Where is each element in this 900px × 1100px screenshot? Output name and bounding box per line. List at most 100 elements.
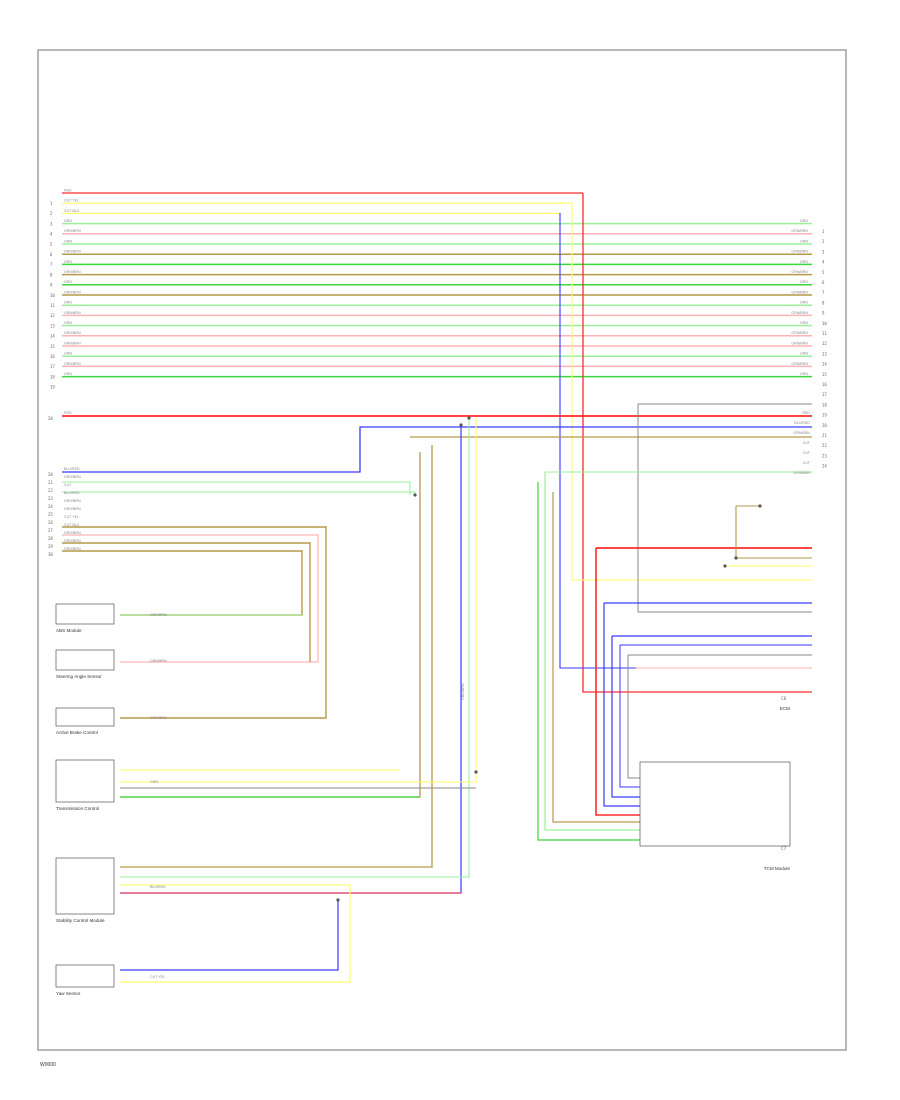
mid-label-5: BLU/RED	[64, 491, 80, 495]
wire-label-left-19: GRN	[64, 372, 72, 376]
wire-label-right-19: GRN	[800, 372, 808, 376]
wire-v-blue	[120, 425, 462, 894]
right-label-6: CUT	[803, 461, 811, 465]
wire-v-brn2	[120, 452, 421, 798]
right-label-4: CUT	[803, 441, 811, 445]
wire-label-left-8: GRN	[64, 260, 72, 264]
component-box-5	[55, 857, 115, 915]
mid-pin-29: 29	[48, 544, 53, 549]
pin-right-11: 11	[822, 331, 827, 336]
right-label-5: CUT	[803, 451, 811, 455]
splice-dot-6	[758, 504, 762, 508]
mid-pin-26: 26	[48, 520, 53, 525]
pin-left-9: 9	[50, 283, 53, 288]
mid-pin-22: 22	[48, 488, 53, 493]
wire-label-right-10: GRN	[800, 280, 808, 284]
mid-label-12: GRN/BRN	[64, 547, 81, 551]
pin-right-24: 24	[822, 464, 827, 469]
pin-left-2: 2	[50, 211, 53, 216]
splice-dot-3	[474, 770, 478, 774]
diagram-frame	[37, 49, 847, 1051]
pin-right-16: 16	[822, 382, 827, 387]
wire-label-left-2: CUT YEL	[64, 199, 79, 203]
component-layer	[55, 603, 791, 988]
component-box-6	[55, 964, 115, 988]
wire-grn-b	[62, 491, 416, 495]
wire-pink-c2	[62, 534, 319, 663]
wire-label-right-7: GRN/BRN	[791, 250, 808, 254]
mid-pin-30: 30	[48, 552, 53, 557]
mid-label-3: GRN/BRN	[64, 475, 81, 479]
wire-grey-drop	[637, 404, 812, 613]
wire-label-left-3: CUT BLU	[64, 209, 80, 213]
wire-brn-c3	[62, 526, 327, 719]
pin-right-7: 7	[822, 290, 825, 295]
wire-v-brn	[120, 445, 433, 868]
wire-label-left-10: GRN	[64, 280, 72, 284]
component-name-1: ABS Module	[56, 628, 82, 633]
footer-code: W0000	[40, 1062, 56, 1068]
pin-right-5: 5	[822, 270, 825, 275]
component-connector-7: C7	[781, 846, 786, 851]
mid-pin-28: 28	[48, 536, 53, 541]
pin-left-8: 8	[50, 272, 53, 277]
pin-right-22: 22	[822, 443, 827, 448]
component-wire-1: GRN/BRN	[150, 613, 167, 617]
right-module-box	[639, 761, 791, 847]
pin-left-15: 15	[50, 344, 55, 349]
wire-label-right-11: GRN/BRN	[791, 290, 808, 294]
vertical-wire-label: GRN/BRN	[461, 683, 465, 700]
right-label-1: RED	[802, 411, 810, 415]
splice-dot-8	[734, 556, 738, 560]
component-box-4	[55, 759, 115, 803]
component-connector-8: C8	[781, 696, 786, 701]
wire-blu-drop	[559, 213, 812, 669]
wire-label-left-6: GRN	[64, 239, 72, 243]
pin-left-19: 19	[50, 385, 55, 390]
splice-dot-4	[413, 493, 417, 497]
right-label-2: BLU/RED	[794, 421, 810, 425]
wire-mid-blue	[62, 426, 812, 473]
pin-left-7: 7	[50, 262, 53, 267]
component-name-8: ECM	[780, 706, 790, 711]
label-layer: RED CUT YEL CUT BLU GRN GRN GRN/BRN GRN/BRN GRN…	[48, 188, 827, 996]
component-wire-4: GRN	[150, 780, 158, 784]
wire-v-yel	[120, 418, 477, 783]
pin-left-1: 1	[50, 201, 53, 206]
pin-left-18: 18	[50, 374, 55, 379]
pin-right-1: 1	[822, 229, 825, 234]
wire-yaw-yel	[120, 885, 351, 983]
pin-right-13: 13	[822, 351, 827, 356]
wire-label-right-5: GRN/BRN	[791, 229, 808, 233]
mid-label-11: GRN/BRN	[64, 539, 81, 543]
mid-pin-25: 25	[48, 512, 53, 517]
pin-left-17: 17	[50, 364, 55, 369]
pin-right-19: 19	[822, 413, 827, 418]
pin-left-14: 14	[50, 334, 55, 339]
wire-label-right-4: GRN	[800, 219, 808, 223]
wire-label-right-17: GRN	[800, 352, 808, 356]
pin-left-11: 11	[50, 303, 55, 308]
pin-left-10: 10	[50, 293, 55, 298]
mid-label-10: GRN/BRN	[64, 531, 81, 535]
mid-label-9: CUT BLU	[64, 523, 80, 527]
pin-right-14: 14	[822, 362, 827, 367]
wire-label-right-9: GRN/BRN	[791, 270, 808, 274]
mid-pin-27: 27	[48, 528, 53, 533]
wire-yaw-blu	[120, 900, 339, 971]
wire-rm-brn	[735, 506, 812, 559]
right-label-7: GRN/BRN	[793, 471, 810, 475]
mid-label-7: GRN/BRN	[64, 507, 81, 511]
wire-label-left-7: GRN/BRN	[64, 250, 81, 254]
component-name-2: Steering Angle Sensor	[56, 674, 102, 679]
wire-label-left-17: GRN	[64, 352, 72, 356]
wire-label-right-13: GRN/BRN	[791, 311, 808, 315]
pin-left-5: 5	[50, 242, 53, 247]
wire-label-left-9: GRN/BRN	[64, 270, 81, 274]
pin-right-12: 12	[822, 341, 827, 346]
component-name-5: Stability Control Module	[56, 918, 105, 923]
pin-left-12: 12	[50, 313, 55, 318]
component-wire-6: CUT YEL	[150, 975, 165, 979]
wire-label-left-5: GRN/BRN	[64, 229, 81, 233]
